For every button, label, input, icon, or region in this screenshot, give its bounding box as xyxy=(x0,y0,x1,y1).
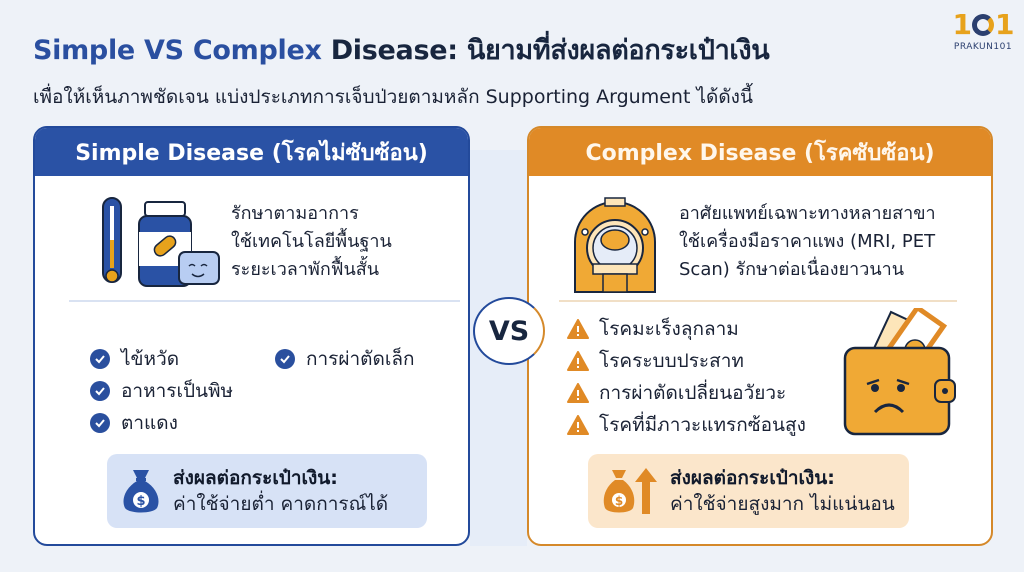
vs-label: VS xyxy=(473,297,545,365)
impact-title: ส่งผลต่อกระเป๋าเงิน: xyxy=(670,467,835,489)
money-bag-icon: $ xyxy=(121,466,161,516)
item-label: ไข้หวัด xyxy=(121,348,180,370)
list-item: การผ่าตัดเปลี่ยนอวัยวะ xyxy=(567,377,806,409)
check-circle-icon xyxy=(90,381,110,401)
complex-disease-panel: Complex Disease (โรคซับซ้อน) อาศัยแพทย์เ… xyxy=(527,126,993,546)
check-circle-icon xyxy=(275,349,295,369)
warning-icon xyxy=(567,319,589,339)
list-item: อาหารเป็นพิษ xyxy=(90,375,233,407)
item-label: ตาแดง xyxy=(121,412,178,434)
complex-disease-heading: Complex Disease (โรคซับซ้อน) xyxy=(529,128,991,176)
vs-badge: VS xyxy=(471,297,553,365)
check-circle-icon xyxy=(90,413,110,433)
warning-icon xyxy=(567,351,589,371)
simple-disease-heading: Simple Disease (โรคไม่ซับซ้อน) xyxy=(35,128,468,176)
description-line: ระยะเวลาพักฟื้นสั้น xyxy=(231,259,380,280)
description-line: อาศัยแพทย์เฉพาะทางหลายสาขา xyxy=(679,203,936,224)
money-bag-up-arrow-icon: $ xyxy=(602,466,658,516)
impact-description: ค่าใช้จ่ายต่ำ คาดการณ์ได้ xyxy=(173,493,389,515)
item-label: การผ่าตัดเปลี่ยนอวัยวะ xyxy=(599,382,787,404)
item-label: อาหารเป็นพิษ xyxy=(121,380,234,402)
sad-wallet-icon xyxy=(843,308,956,436)
page-subtitle: เพื่อให้เห็นภาพชัดเจน แบ่งประเภทการเจ็บป… xyxy=(33,86,753,108)
simple-description: รักษาตามอาการ ใช้เทคโนโลยีพื้นฐาน ระยะเว… xyxy=(231,200,392,284)
item-label: โรคมะเร็งลุกลาม xyxy=(599,318,739,340)
item-label: การผ่าตัดเล็ก xyxy=(306,348,415,370)
logo-text: PRAKUN101 xyxy=(953,42,1013,52)
item-label: โรคที่มีภาวะแทรกซ้อนสูง xyxy=(599,414,806,436)
description-line: Scan) รักษาต่อเนื่องยาวนาน xyxy=(679,259,905,280)
list-item: ไข้หวัด xyxy=(90,343,233,375)
list-item: โรคที่มีภาวะแทรกซ้อนสูง xyxy=(567,409,806,441)
warning-icon xyxy=(567,383,589,403)
description-line: ใช้เครื่องมือราคาแพง (MRI, PET xyxy=(679,231,936,252)
item-label: โรคระบบประสาท xyxy=(599,350,744,372)
complex-impact-box: $ ส่งผลต่อกระเป๋าเงิน: ค่าใช้จ่ายสูงมาก … xyxy=(588,454,909,528)
page-title: Simple VS Complex Disease: นิยามที่ส่งผล… xyxy=(33,28,770,71)
simple-impact-box: $ ส่งผลต่อกระเป๋าเงิน: ค่าใช้จ่ายต่ำ คาด… xyxy=(107,454,427,528)
complex-description: อาศัยแพทย์เฉพาะทางหลายสาขา ใช้เครื่องมือ… xyxy=(679,200,936,284)
warning-icon xyxy=(567,415,589,435)
svg-text:$: $ xyxy=(136,494,145,509)
simple-examples-col1: ไข้หวัด อาหารเป็นพิษ ตาแดง xyxy=(90,343,233,439)
title-thai-part: Disease: นิยามที่ส่งผลต่อกระเป๋าเงิน xyxy=(330,35,770,66)
svg-text:$: $ xyxy=(615,494,623,508)
list-item: โรคระบบประสาท xyxy=(567,345,806,377)
list-item: โรคมะเร็งลุกลาม xyxy=(567,313,806,345)
section-divider xyxy=(559,300,957,302)
description-line: รักษาตามอาการ xyxy=(231,203,359,224)
impact-title: ส่งผลต่อกระเป๋าเงิน: xyxy=(173,467,338,489)
thermometer-pill-wallet-icon xyxy=(102,197,220,287)
description-line: ใช้เทคโนโลยีพื้นฐาน xyxy=(231,231,392,252)
impact-description: ค่าใช้จ่ายสูงมาก ไม่แน่นอน xyxy=(670,493,895,515)
complex-examples: โรคมะเร็งลุกลาม โรคระบบประสาท การผ่าตัดเ… xyxy=(567,313,806,441)
mri-scanner-icon xyxy=(574,197,656,293)
list-item: ตาแดง xyxy=(90,407,233,439)
simple-disease-panel: Simple Disease (โรคไม่ซับซ้อน) รักษาตามอ… xyxy=(33,126,470,546)
title-english-part: Simple VS Complex xyxy=(33,35,331,66)
section-divider xyxy=(69,300,460,302)
check-circle-icon xyxy=(90,349,110,369)
list-item: การผ่าตัดเล็ก xyxy=(275,343,415,375)
simple-examples-col2: การผ่าตัดเล็ก xyxy=(275,343,415,375)
